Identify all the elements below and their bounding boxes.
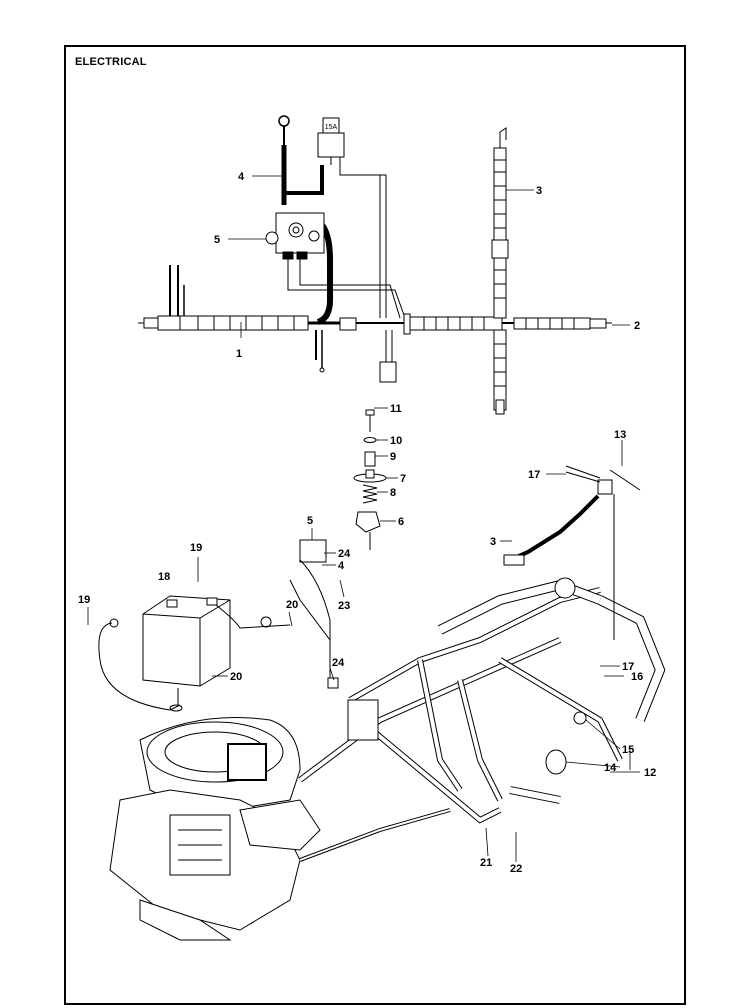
switch-assembly [353,409,387,550]
solenoid-mount [289,539,339,689]
callout-2: 2 [634,320,640,332]
wiring-harness-3 [491,127,509,415]
callout-11: 11 [390,403,402,415]
callout-13: 13 [614,429,626,441]
callout-12: 12 [644,767,656,779]
callout-24: 24 [338,548,351,560]
callout-4-lower: 4 [338,560,345,572]
callout-15: 15 [622,744,634,756]
wiring-harness-2 [403,313,612,335]
callout-24-lower: 24 [332,657,345,669]
callout-18: 18 [158,571,170,583]
callout-20-lower: 20 [230,671,242,683]
callout-1: 1 [236,348,242,360]
ignition-harness [503,465,641,640]
diagram-frame [64,45,686,1005]
chassis-frame [298,577,666,862]
callout-14: 14 [604,762,617,774]
wiring-harness-1: 15A [138,115,410,383]
callout-21: 21 [480,857,492,869]
callout-16: 16 [631,671,643,683]
callout-3-lower: 3 [490,536,496,548]
callout-7: 7 [400,473,406,485]
callout-19-left: 19 [78,594,90,606]
callout-4: 4 [238,171,245,183]
callout-23: 23 [338,600,350,612]
callouts: 4 5 1 2 3 11 10 9 7 8 6 13 17 3 5 24 4 2… [78,171,656,875]
callout-17-lower: 17 [622,661,634,673]
callout-5: 5 [214,234,220,246]
leader-lines [87,175,640,862]
page-title: ELECTRICAL [75,56,147,68]
callout-10: 10 [390,435,402,447]
callout-9: 9 [390,451,396,463]
fuse-rating-label: 15A [325,124,338,131]
callout-20: 20 [286,599,298,611]
callout-8: 8 [390,487,396,499]
callout-19: 19 [190,542,202,554]
callout-3: 3 [536,185,542,197]
starter-solenoid [265,212,325,260]
battery [98,595,291,712]
callout-17: 17 [528,469,540,481]
engine [109,717,321,941]
callout-6: 6 [398,516,404,528]
callout-5-lower: 5 [307,515,313,527]
callout-22: 22 [510,863,522,875]
